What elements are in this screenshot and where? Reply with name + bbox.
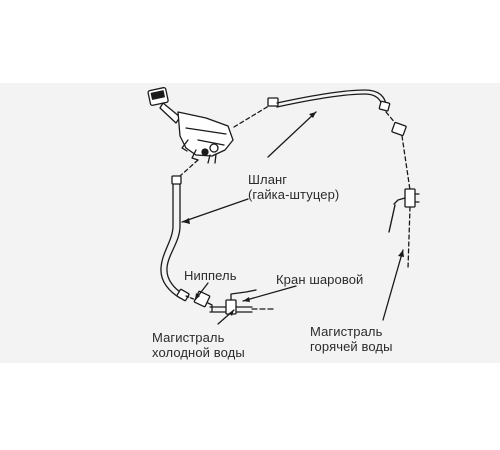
label-nipple: Ниппель: [184, 268, 237, 283]
arrow-cold-main: [229, 310, 234, 316]
mixer-faucet: [147, 87, 234, 164]
hot-valve: [388, 188, 420, 233]
cold-hose: [160, 159, 199, 302]
leader-hose-to-hot: [267, 111, 317, 158]
label-hose-line1: Шланг: [248, 172, 288, 187]
leader-ball-valve: [242, 285, 297, 302]
dash-faucet-to-hot-hose: [233, 103, 273, 128]
label-cold-main-line2: холодной воды: [152, 345, 245, 360]
dash-faucet-to-cold: [179, 159, 199, 177]
arrow-hot-hose: [309, 112, 316, 118]
arrow-nipple: [195, 293, 200, 300]
label-cold-main-line1: Магистраль: [152, 330, 225, 345]
dash-hot-main: [407, 206, 411, 269]
label-hot-main-line1: Магистраль: [310, 324, 383, 339]
label-hot-main: Магистраль горячей воды: [310, 324, 393, 354]
hot-connector: [391, 121, 407, 137]
leader-hot-main: [382, 249, 404, 321]
label-hose-line2: (гайка-штуцер): [248, 187, 340, 202]
diagram-background-panel: [0, 83, 500, 363]
dash-hot-chain-1: [385, 111, 397, 125]
arrow-hot-main: [398, 250, 404, 257]
hot-hose: [267, 89, 391, 112]
label-ball-valve: Кран шаровой: [276, 272, 364, 287]
label-hot-main-line2: горячей воды: [310, 339, 393, 354]
arrow-cold-hose: [182, 218, 190, 224]
arrow-ball-valve: [243, 297, 250, 302]
leader-hose-to-cold: [181, 198, 249, 223]
dash-hot-chain-2: [401, 135, 411, 191]
label-hose: Шланг (гайка-штуцер): [248, 172, 339, 202]
label-cold-main: Магистраль холодной воды: [152, 330, 245, 360]
